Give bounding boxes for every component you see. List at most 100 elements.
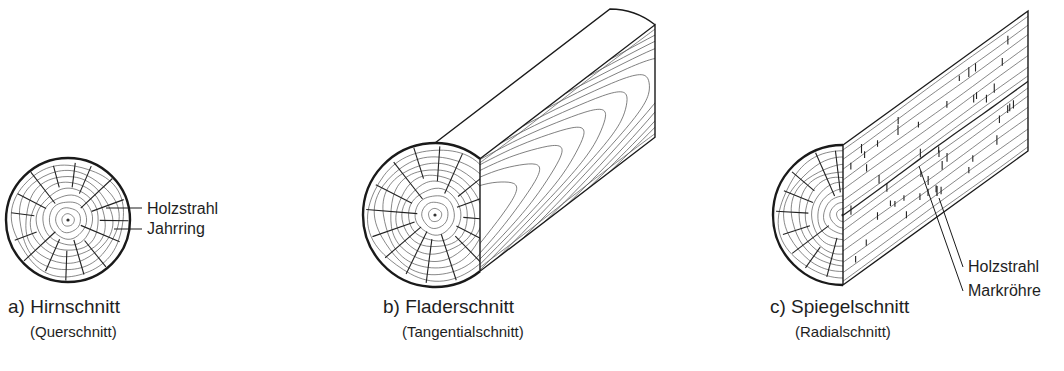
- wood-ray-mark: [861, 144, 862, 153]
- grain-line: [325, 182, 517, 371]
- cut-name: a) Hirnschnitt: [8, 297, 120, 318]
- annual-ring: [30, 182, 105, 257]
- wood-ray: [372, 222, 414, 237]
- grain-line: [843, 67, 1028, 200]
- wood-ray: [859, 243, 874, 270]
- grain-line: [843, 25, 1028, 159]
- wood-ray: [457, 192, 500, 207]
- wood-ray-mark: [906, 211, 907, 218]
- end-grain-detail: [366, 146, 502, 282]
- label-holder: Markröhre: [968, 282, 1041, 300]
- wood-ray: [776, 211, 808, 213]
- wood-ray-mark: [866, 164, 867, 171]
- annual-ring: [56, 208, 81, 233]
- wood-ray: [18, 194, 46, 209]
- wood-ray-mark: [894, 201, 895, 207]
- wood-ray-mark: [976, 92, 977, 99]
- wood-ray-mark: [1002, 58, 1003, 66]
- wood-ray: [394, 162, 423, 199]
- quarter-grain-detail: [843, 16, 1028, 281]
- wood-ray-mark: [897, 125, 898, 135]
- wood-ray-mark: [968, 167, 969, 173]
- grain-line: [370, 145, 562, 364]
- wood-ray: [81, 179, 113, 209]
- wood-ray-mark: [864, 151, 865, 158]
- pith: [66, 218, 69, 221]
- wood-ray-mark: [886, 183, 887, 192]
- part-label: Holzstrahl: [147, 200, 218, 218]
- label-holder: (Radialschnitt): [795, 323, 891, 341]
- wood-ray-mark: [919, 193, 920, 200]
- wood-ray-mark: [986, 95, 987, 103]
- wood-ray-mark: [996, 135, 997, 144]
- wood-ray-mark: [890, 200, 891, 206]
- wood-ray-mark: [1009, 103, 1010, 111]
- wood-ray-mark: [968, 67, 969, 77]
- grain-line: [843, 96, 1028, 231]
- label-holder: Holzstrahl: [968, 258, 1039, 276]
- wood-ray-mark: [972, 155, 973, 161]
- wood-ray-mark: [877, 212, 878, 220]
- end-grain-detail: [11, 163, 128, 281]
- wood-ray-mark: [879, 175, 880, 183]
- label-holder: b) Fladerschnitt: [383, 297, 514, 318]
- wood-ray: [85, 240, 106, 266]
- annual-ring: [62, 214, 74, 226]
- annual-ring: [43, 195, 93, 245]
- wood-ray-mark: [918, 122, 919, 128]
- flat-grain-detail: [325, 8, 745, 371]
- grain-line: [843, 117, 1028, 251]
- wood-ray: [376, 185, 412, 203]
- wood-ray: [784, 191, 813, 203]
- wood-ray: [816, 153, 835, 196]
- annual-ring: [402, 181, 467, 246]
- wood-ray: [805, 247, 820, 268]
- wood-ray: [15, 232, 37, 240]
- annual-ring: [422, 202, 448, 228]
- part-label: Holzstrahl: [968, 258, 1039, 276]
- wood-ray-mark: [903, 195, 904, 201]
- wood-ray-mark: [920, 149, 921, 158]
- annual-ring: [374, 157, 492, 275]
- wood-ray: [426, 239, 432, 283]
- label-holder: a) Hirnschnitt: [8, 297, 120, 318]
- wood-ray: [385, 227, 421, 258]
- wood-ray-mark: [999, 116, 1000, 123]
- wood-ray-mark: [850, 163, 851, 170]
- grain-line: [348, 164, 539, 371]
- annual-ring: [784, 157, 899, 272]
- wood-ray-mark: [973, 95, 974, 103]
- grain-line: [843, 88, 1028, 223]
- grain-line: [843, 56, 1028, 190]
- grain-line: [843, 107, 1028, 241]
- log-end-face: [6, 158, 130, 282]
- cut-subtitle: (Radialschnitt): [795, 324, 891, 341]
- wood-ray-mark: [850, 206, 851, 215]
- log-outline: [435, 9, 655, 143]
- wood-ray: [31, 172, 55, 203]
- wood-ray-mark: [936, 186, 937, 196]
- label-holder: (Querschnitt): [30, 323, 117, 341]
- grain-line: [843, 76, 1028, 209]
- log-outline: [773, 145, 843, 285]
- cut-subtitle: (Querschnitt): [30, 324, 117, 341]
- label-holder: c) Spiegelschnitt: [770, 297, 909, 318]
- grain-line: [843, 129, 1028, 262]
- wood-ray: [366, 210, 417, 214]
- wood-ray: [100, 220, 129, 221]
- wood-ray-mark: [938, 147, 939, 153]
- annual-ring: [368, 150, 499, 281]
- wood-ray: [860, 178, 899, 204]
- wood-ray-mark: [1007, 36, 1008, 45]
- wood-ray-mark: [946, 101, 947, 108]
- wood-ray: [445, 154, 463, 194]
- cut-face-outline: [843, 11, 1028, 285]
- wood-ray: [441, 234, 456, 280]
- wood-ray: [81, 225, 120, 241]
- wood-ray: [869, 215, 910, 217]
- cut-face-outline: [480, 25, 655, 271]
- wood-ray: [455, 236, 480, 262]
- wood-ray: [862, 234, 891, 262]
- wood-ray-mark: [1007, 105, 1008, 113]
